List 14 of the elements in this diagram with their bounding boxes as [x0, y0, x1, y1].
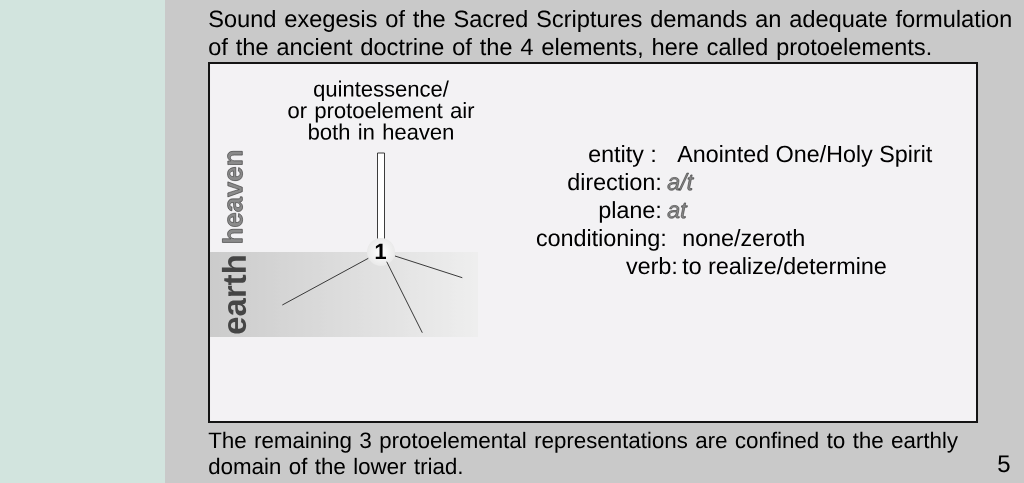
- field-value: Anointed One/Holy Spirit: [677, 145, 933, 167]
- caption-text: The remaining 3 protoelemental representations are confined to the earthly domain of the lower triad.: [208, 431, 958, 475]
- point-number: 1: [375, 243, 386, 259]
- field-label: direction:: [568, 173, 660, 191]
- field-label: plane:: [599, 201, 660, 223]
- field-label: verb:: [626, 257, 676, 275]
- title: Sound exegesis of the Sacred Scriptures demands an adequate formulation of the ancient doctrine of the 4 elements, here called protoelements.: [209, 9, 1011, 60]
- field-label: entity :: [589, 145, 655, 167]
- page-number: 5: [998, 455, 1010, 473]
- annotation-text: quintessence/ or protoelement air both in heaven: [288, 80, 475, 140]
- field-label: conditioning:: [536, 229, 665, 251]
- band-label: earth: [221, 256, 247, 334]
- field-value: none/zeroth: [683, 229, 804, 247]
- field-value: to realize/determine: [682, 257, 886, 275]
